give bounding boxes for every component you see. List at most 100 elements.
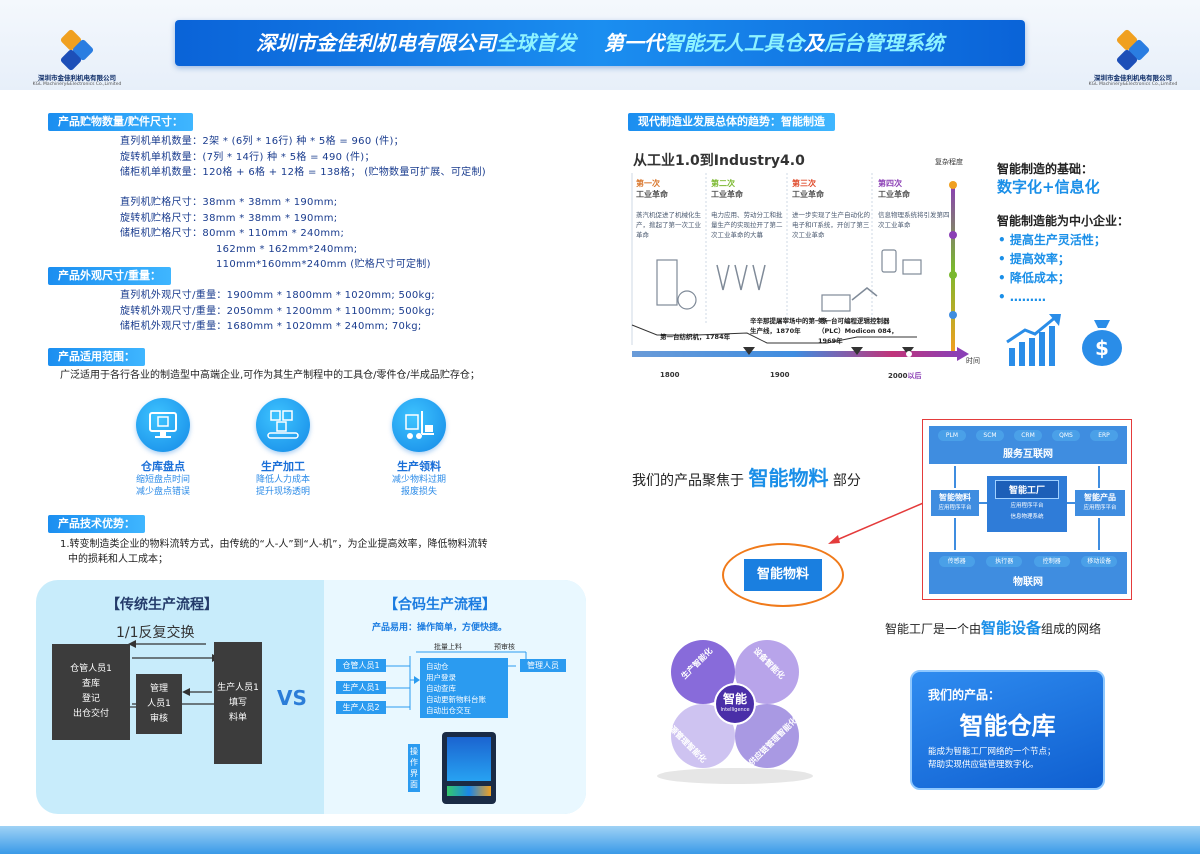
feature-desc: 报废损失 <box>400 487 437 497</box>
sme-benefit-list: • 提高生产灵活性； • 提高效率； • 降低成本； • ……… <box>998 233 1106 304</box>
iot-band: 传感器 执行器 控制器 移动设备 物联网 <box>929 552 1127 594</box>
year-1900: 1900 <box>770 371 790 379</box>
feature-title: 生产加工 <box>261 460 305 473</box>
device-pills: 传感器 执行器 控制器 移动设备 <box>929 552 1127 567</box>
logo-company-en: KGL Machinery&Electronics Co.,Limited <box>32 82 122 87</box>
traditional-flow-title: 【传统生产流程】 <box>106 597 218 613</box>
op-interface-label: 操作界面 <box>408 744 420 792</box>
logo-company-name: 深圳市金佳利机电有限公司 <box>1094 74 1172 82</box>
smart-product-node: 智能产品 应用程序平台 <box>1075 490 1125 516</box>
dims-list: 直列机外观尺寸/重量：1900mm * 1800mm * 1020mm; 500… <box>120 288 435 335</box>
spec-row: 直列机单机数量：2架 * (6列 * 16行) 种 * 5格 = 960 (件)… <box>120 136 404 147</box>
forklift-icon <box>392 398 446 452</box>
banner-launch: 全球首发 <box>496 31 577 55</box>
logo-company-name: 深圳市金佳利机电有限公司 <box>38 74 116 82</box>
logo-mark-icon <box>57 28 97 72</box>
banner-system: 后台管理系统 <box>823 31 944 55</box>
product-label: 我们的产品： <box>928 688 1001 702</box>
industry-timeline <box>631 173 969 361</box>
feature-title: 生产领料 <box>397 460 441 473</box>
footer-band <box>0 826 1200 854</box>
monitor-box-icon <box>136 398 190 452</box>
hema-flow-subtitle: 产品易用：操作简单，方便快捷。 <box>372 623 508 633</box>
production-staff-chip: 生产人员1 <box>336 681 386 694</box>
warehouse-staff-chip: 仓管人员1 <box>336 659 386 672</box>
logo-company-en: KGL Machinery&Electronics Co.,Limited <box>1088 82 1178 87</box>
growth-chart-icon <box>1006 314 1061 366</box>
company-logo-right: 深圳市金佳利机电有限公司 KGL Machinery&Electronics C… <box>1078 24 1188 104</box>
banner-product: 智能无人工具仓 <box>663 31 804 55</box>
section-title-dims: 产品外观尺寸/重量： <box>48 267 172 285</box>
product-desc: 能成为智能工厂网络的一个节点； 帮助实现供应链管理数字化。 <box>928 747 1056 770</box>
product-card: 我们的产品： 智能仓库 能成为智能工厂网络的一个节点； 帮助实现供应链管理数字化… <box>910 670 1105 790</box>
clover-center-sub: Intelligence <box>720 707 750 713</box>
product-name: 智能仓库 <box>959 712 1056 740</box>
smart-material-label: 智能物料 <box>744 559 822 591</box>
spec-row: 旋转机单机数量：(7列 * 14行) 种 * 5格 = 490 (件)； <box>120 151 375 163</box>
complexity-axis-label: 复杂程度 <box>935 158 963 166</box>
spec-row: 储柜机外观尺寸/重量：1680mm * 1020mm * 240mm; 70kg… <box>120 321 422 332</box>
event-loom: 第一台纺织机，1784年 <box>660 333 731 341</box>
section-title-trend: 现代制造业发展总体的趋势：智能制造 <box>628 113 835 131</box>
auto-warehouse-box: 自动仓 用户登录 自动查库 自动更新物料台账 自动出仓交互 <box>420 658 508 718</box>
hema-flow-title: 【合码生产流程】 <box>384 597 496 613</box>
event-production-line: 辛辛那提屠宰场中的第一条生产线，1870年 <box>750 317 828 335</box>
spec-row: 直列机贮格尺寸：38mm * 38mm * 190mm; <box>120 197 338 208</box>
era-first: 第一次 工业革命 蒸汽机促进了机械化生产，掀起了第一次工业革命 <box>636 179 701 239</box>
feature-inventory: 仓库盘点 缩短盘点时间 减少盘点错误 <box>118 398 208 498</box>
trend-heading: 从工业1.0到Industry4.0 <box>633 153 805 169</box>
smart-material-node: 智能物料 应用程序平台 <box>931 490 979 516</box>
vs-label: VS <box>277 686 307 710</box>
headline-banner: 深圳市金佳利机电有限公司全球首发 第一代智能无人工具仓及后台管理系统 <box>175 20 1025 66</box>
traditional-flow-subtitle: 1/1反复交换 <box>116 625 195 641</box>
intelligence-clover: 生产智能化 设备智能化 能源管理智能化 供应链管理智能化 智能 Intellig… <box>635 628 835 788</box>
manager-box: 管理 人员1 审核 <box>136 674 182 734</box>
feature-production: 生产加工 降低人力成本 提升现场透明 <box>238 398 328 498</box>
hema-flow-arrows <box>382 651 527 710</box>
production-staff-box: 生产人员1 填写 料单 <box>214 642 262 764</box>
feature-desc: 提升现场透明 <box>255 487 310 497</box>
feature-desc: 降低人力成本 <box>255 475 310 485</box>
banner-first-gen: 第一代 <box>603 31 664 55</box>
spec-row: 162mm * 162mm*240mm; <box>216 243 358 255</box>
banner-and: 及 <box>803 31 824 55</box>
production-staff-chip: 生产人员2 <box>336 701 386 714</box>
section-title-storage: 产品贮物数量/贮件尺寸： <box>48 113 194 131</box>
feature-desc: 减少盘点错误 <box>135 487 190 497</box>
era-second: 第二次 工业革命 电力应用、劳动分工和批量生产的实现拉开了第二次工业革命的大幕 <box>711 179 783 239</box>
service-pills: PLM SCM CRM QMS ERP <box>929 426 1127 441</box>
svg-text:$: $ <box>1095 336 1109 360</box>
banner-company: 深圳市金佳利机电有限公司 <box>256 31 497 55</box>
basis-value: 数字化+信息化 <box>997 178 1100 196</box>
pre-review-label: 预审核 <box>494 643 515 651</box>
network-arrows <box>954 466 1100 550</box>
clover-petals <box>657 640 813 784</box>
event-plc: 第一台可编程逻辑控制器（PLC）Modicon 084，1969年 <box>818 317 898 345</box>
manager-chip: 管理人员 <box>520 659 566 672</box>
network-caption: 智能工厂是一个由智能设备组成的网络 <box>885 619 1102 637</box>
flow-comparison-panel: 【传统生产流程】 1/1反复交换 仓管人员1 查库 登记 出仓交付 管理 人员1… <box>36 580 586 814</box>
section-title-scope: 产品适用范围： <box>48 348 145 366</box>
year-1800: 1800 <box>660 371 680 379</box>
spec-row: 旋转机外观尺寸/重量：2050mm * 1200mm * 1100mm; 500… <box>120 305 435 317</box>
spec-row: 储柜机贮格尺寸：80mm * 110mm * 240mm; <box>120 228 345 239</box>
smart-factory-network-diagram: PLM SCM CRM QMS ERP 服务互联网 智能物料 应用程序平台 智能… <box>922 419 1132 600</box>
storage-size-list: 直列机贮格尺寸：38mm * 38mm * 190mm; 旋转机贮格尺寸：38m… <box>120 195 431 273</box>
spec-row: 旋转机贮格尺寸：38mm * 38mm * 190mm; <box>120 212 338 224</box>
era-third: 第三次 工业革命 进一步实现了生产自动化的电子和IT系统，开创了第三次工业革命 <box>792 179 870 239</box>
clover-center-label: 智能 <box>722 692 747 706</box>
conveyor-boxes-icon <box>256 398 310 452</box>
money-bag-icon: $ <box>1082 320 1122 366</box>
scope-text: 广泛适用于各行各业的制造型中高端企业,可作为其生产制程中的工具仓/零件仓/半成品… <box>60 370 480 381</box>
feature-desc: 缩短盘点时间 <box>135 475 190 485</box>
time-axis-label: 时间 <box>966 357 980 365</box>
advantage-text: 1.转变制造类企业的物料流转方式，由传统的“人-人”到“人-机”，为企业提高效率… <box>60 539 488 565</box>
feature-title: 仓库盘点 <box>141 460 185 473</box>
focus-statement: 我们的产品聚焦于 智能物料 部分 <box>632 466 861 490</box>
smart-factory-node: 智能工厂 应用程序平台 信息物理系统 <box>987 476 1067 532</box>
era-fourth: 第四次 工业革命 信息物理系统将引发第四次工业革命 <box>878 179 950 229</box>
service-internet-band: PLM SCM CRM QMS ERP 服务互联网 <box>929 426 1127 464</box>
section-title-advantage: 产品技术优势： <box>48 515 145 533</box>
kiosk-screen-image <box>442 732 496 804</box>
smart-material-ellipse: 智能物料 <box>722 543 844 607</box>
